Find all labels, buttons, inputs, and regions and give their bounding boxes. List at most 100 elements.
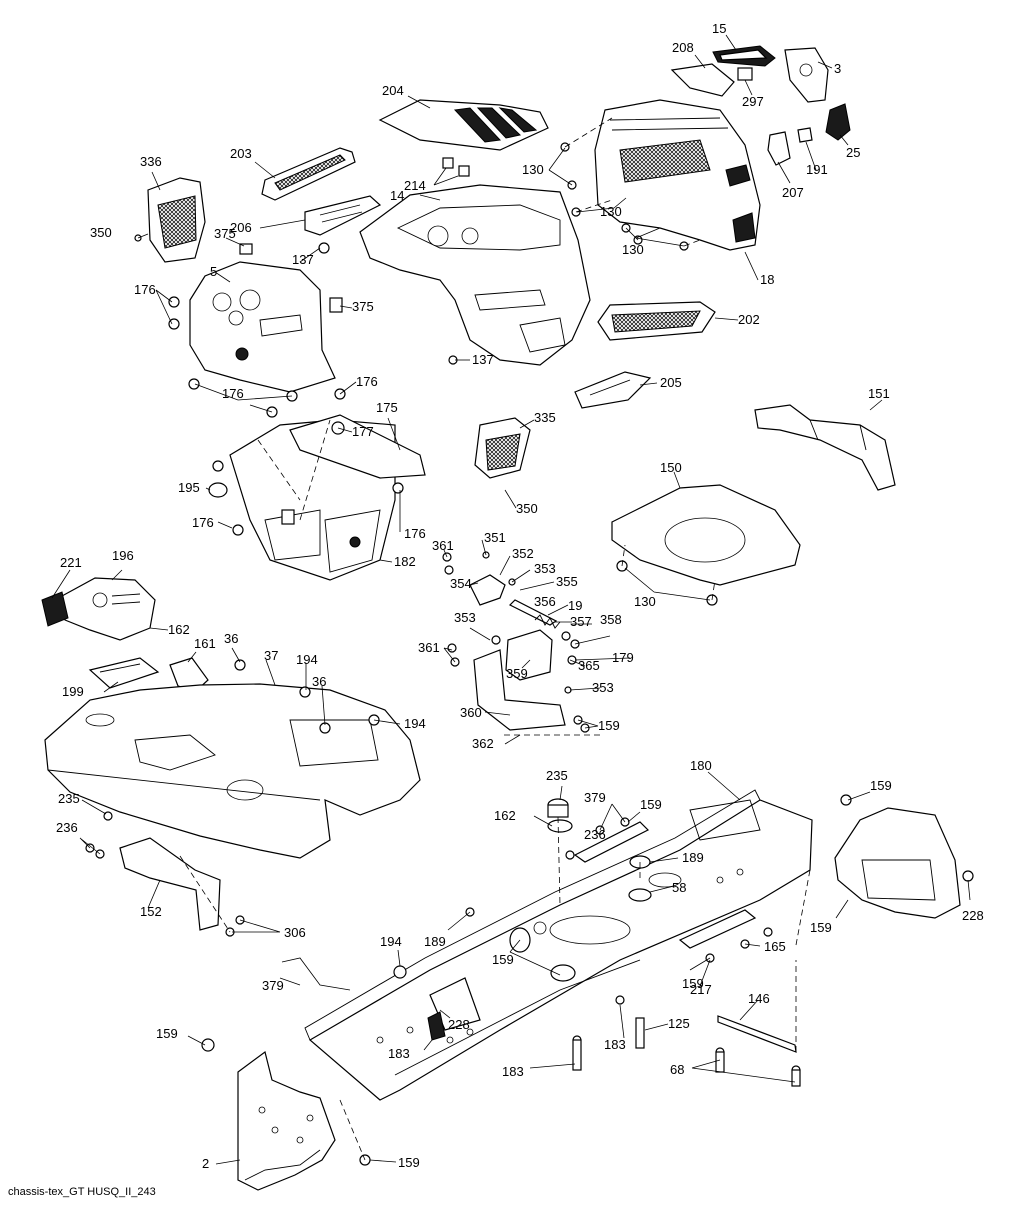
callout: 203 [230, 146, 252, 161]
decal-221 [41, 591, 69, 627]
callout: 221 [60, 555, 82, 570]
callout: 352 [512, 546, 534, 561]
callout: 306 [284, 925, 306, 940]
callout: 37 [264, 648, 278, 663]
callout: 379 [262, 978, 284, 993]
spring-357 [534, 614, 561, 629]
console-trim-piece [304, 195, 382, 236]
callout: 336 [140, 154, 162, 169]
callout: 162 [494, 808, 516, 823]
bracket-151 [754, 404, 896, 491]
callout: 137 [292, 252, 314, 267]
callout: 183 [604, 1037, 626, 1052]
callout: 176 [404, 526, 426, 541]
callout: 25 [846, 145, 860, 160]
callout: 204 [382, 83, 404, 98]
front-grille-housing [594, 99, 761, 251]
callout: 15 [712, 21, 726, 36]
cap-195 [208, 482, 228, 498]
callout: 146 [748, 991, 770, 1006]
side-trim-25 [825, 103, 851, 141]
callout: 235 [58, 791, 80, 806]
callout: 350 [90, 225, 112, 240]
callout: 214 [404, 178, 426, 193]
callout: 358 [600, 612, 622, 627]
callout: 165 [764, 939, 786, 954]
callout: 356 [534, 594, 556, 609]
lower-grille-202 [597, 301, 716, 341]
callout: 206 [230, 220, 252, 235]
dash-trim-insert [261, 147, 356, 201]
callout: 180 [690, 758, 712, 773]
callout: 159 [598, 718, 620, 733]
callout: 195 [178, 480, 200, 495]
bulb-191 [797, 127, 813, 143]
callout: 236 [584, 827, 606, 842]
bushing-235-top [547, 798, 569, 818]
callout: 130 [622, 242, 644, 257]
callout: 228 [448, 1017, 470, 1032]
pivot-352 [469, 574, 506, 606]
callout: 130 [600, 204, 622, 219]
callout: 159 [492, 952, 514, 967]
callout: 68 [670, 1062, 684, 1077]
hood-top-panel [378, 99, 549, 151]
callout: 58 [672, 880, 686, 895]
callout: 159 [398, 1155, 420, 1170]
callout: 159 [640, 797, 662, 812]
front-axle-mount-2 [237, 1050, 336, 1191]
callout: 130 [522, 162, 544, 177]
callout: 375 [214, 226, 236, 241]
callout: 159 [682, 976, 704, 991]
callout: 357 [570, 614, 592, 629]
bracket-175 [289, 414, 426, 479]
foot-panel-335 [474, 417, 531, 479]
assembly-lines [179, 117, 811, 1161]
leader-lines [51, 34, 971, 1165]
callout: 235 [546, 768, 568, 783]
callout: 137 [472, 352, 494, 367]
callout: 353 [592, 680, 614, 695]
bushing-236-lower [628, 888, 652, 902]
callout: 189 [424, 934, 446, 949]
callout: 191 [806, 162, 828, 177]
callout: 196 [112, 548, 134, 563]
callout: 159 [156, 1026, 178, 1041]
callout: 5 [210, 264, 217, 279]
callout: 14 [390, 188, 404, 203]
callout: 375 [352, 299, 374, 314]
clips-214 [442, 157, 470, 177]
hood-body [359, 184, 591, 366]
callout: 194 [404, 716, 426, 731]
grille-insert-205 [574, 371, 652, 409]
rod-165 [281, 957, 351, 991]
callout: 354 [450, 576, 472, 591]
callout: 205 [660, 375, 682, 390]
callout: 365 [578, 658, 600, 673]
footer-caption: chassis-tex_GT HUSQ_II_243 [8, 1186, 156, 1198]
callout: 183 [502, 1064, 524, 1079]
seat-back-336 [147, 177, 206, 263]
callout: 159 [870, 778, 892, 793]
callout: 176 [192, 515, 214, 530]
bracket-58 [119, 837, 221, 931]
callout: 194 [380, 934, 402, 949]
callout: 2 [202, 1156, 209, 1171]
dashboard-panel-5 [189, 261, 336, 393]
callout: 351 [484, 530, 506, 545]
callout: 194 [296, 652, 318, 667]
callout: 183 [388, 1046, 410, 1061]
light-socket-207 [767, 131, 791, 166]
link-217 [717, 1015, 797, 1053]
callout: 208 [672, 40, 694, 55]
callout: 360 [460, 705, 482, 720]
callout: 362 [472, 736, 494, 751]
bushing-236-left [547, 819, 573, 833]
plate-150 [611, 484, 801, 586]
callout: 150 [660, 460, 682, 475]
callout: 199 [62, 684, 84, 699]
callout: 36 [312, 674, 326, 689]
callout: 3 [834, 61, 841, 76]
callout: 130 [634, 594, 656, 609]
